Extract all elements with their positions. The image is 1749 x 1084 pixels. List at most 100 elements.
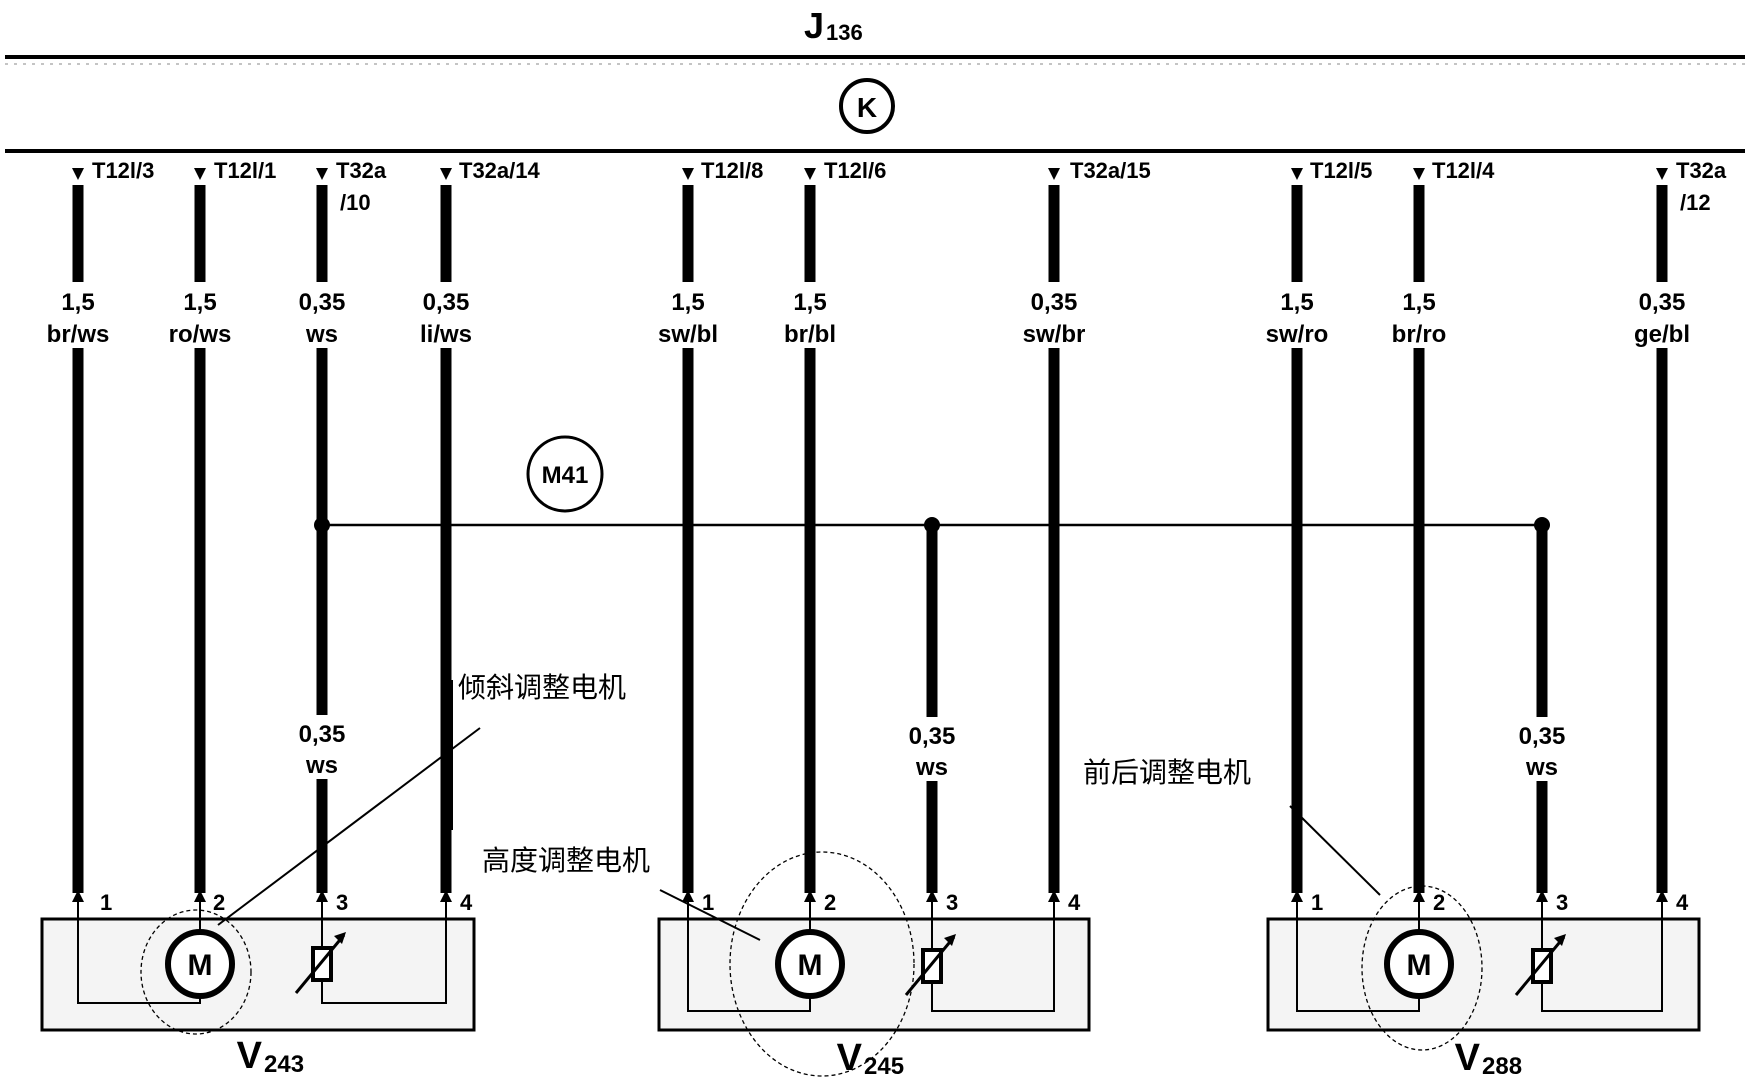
connector-label: T12l/5 [1310,158,1372,183]
control-unit-subscript: 136 [826,20,863,45]
annotation-tilt-motor: 倾斜调整电机 [458,671,626,704]
wire-label-bg [406,282,486,348]
pin-label: 4 [1068,890,1081,915]
leader-line [217,727,481,926]
arrow-down-icon [1413,168,1425,180]
arrow-up-icon [1536,890,1548,902]
arrow-down-icon [1291,168,1303,180]
arrow-down-icon [194,168,206,180]
arrow-down-icon [72,168,84,180]
motor-icon [1384,929,1454,999]
pin-label: 3 [336,890,348,915]
highlight-circle [140,909,252,1035]
wire-color: ws [305,321,338,348]
connector-label: T32a/15 [1070,158,1151,183]
wire-color: ge/bl [1634,321,1690,348]
wire-gauge: 1,5 [1402,289,1435,316]
junction-dot [314,517,330,533]
pin-label: 2 [1433,890,1445,915]
connector-label: T12l/3 [92,158,154,183]
connector-label: T12l/6 [824,158,886,183]
pin-label: 1 [100,890,112,915]
connector-label-line2: /12 [1680,190,1711,215]
annotation-height-motor: 高度调整电机 [482,844,650,877]
wire-labels: 1,5 br/ws 1,5 ro/ws 0,35 ws 0,35 li/ws 1… [47,282,1702,348]
arrow-up-icon [926,890,938,902]
wire-label-bg [1012,282,1096,348]
motor-v245: M 1 2 3 4 V 245 [657,851,1091,1080]
wire-label-bg [48,282,108,348]
pin-label: 3 [1556,890,1568,915]
branch-labels: 0,35 ws 0,35 ws 0,35 ws [287,715,1577,781]
connector-label: T32a [336,158,387,183]
arrow-head-icon [334,932,346,944]
wire-gauge: 0,35 [1639,289,1686,316]
wire-color: sw/bl [658,321,718,348]
motor-icon [775,929,845,999]
wire-color: sw/br [1023,321,1086,348]
connector-label-line2: /10 [340,190,371,215]
wire-label-bg [1379,282,1459,348]
potentiometer-arrow [904,936,956,996]
wire-label-bg [1622,282,1702,348]
leader-line [659,889,761,941]
motor-symbol: M [1407,949,1432,982]
motor-housing [40,917,476,1032]
arrow-up-icon [316,890,328,902]
annotation-fore-aft-motor: 前后调整电机 [1083,756,1251,789]
ground-label: M41 [542,462,589,489]
annotations: 倾斜调整电机 高度调整电机 前后调整电机 [217,671,1381,941]
arrow-down-icon [316,168,328,180]
wire-label-bg [1255,282,1339,348]
motor-housing [657,917,1091,1032]
arrow-up-icon [440,890,452,902]
highlight-circle [729,851,915,1077]
motor-subscript: 288 [1482,1053,1522,1080]
motor-name: V [837,1037,863,1079]
symbol-ring-icon [839,78,895,134]
branch-gauge: 0,35 [299,721,346,748]
connector-labels: T12l/3 T12l/1 T32a /10 T32a/14 T12l/8 T1… [92,158,1727,215]
motor-subscript: 243 [264,1051,304,1078]
wire-label-bg [897,717,967,781]
motor-subscript: 245 [864,1053,904,1080]
arrow-up-icon [1413,890,1425,902]
ground-circle [526,435,604,513]
wire-label-bg [160,282,240,348]
connector-label: T12l/1 [214,158,276,183]
pin-label: 1 [1311,890,1323,915]
connector-label: T12l/4 [1432,158,1495,183]
wire-color: ro/ws [169,321,232,348]
potentiometer-arrow [294,934,346,994]
wire-gauge: 1,5 [61,289,94,316]
wire-gauge: 0,35 [423,289,470,316]
arrow-up-icon [1291,890,1303,902]
control-unit-symbol-letter: K [857,92,877,123]
arrow-up-icon [72,890,84,902]
control-unit-name: J [804,5,824,46]
wire-gauge: 1,5 [183,289,216,316]
motor-icon [165,929,235,999]
motor-housing [1266,917,1701,1032]
arrow-down-icon [804,168,816,180]
wire-label-bg [287,715,357,779]
wire-color: br/ro [1392,321,1447,348]
pin-label: 2 [213,890,225,915]
wire-label-bg [775,282,845,348]
wire-gauge: 1,5 [1280,289,1313,316]
control-unit-symbol: K [839,78,895,134]
connector-label: T12l/8 [701,158,763,183]
arrow-down-icon [440,168,452,180]
motor-name: V [1455,1037,1481,1079]
arrow-head-icon [1554,934,1566,946]
connector-label: T32a [1676,158,1727,183]
top-arrows [72,168,1668,180]
highlight-circle [1361,885,1483,1051]
wire-color: br/bl [784,321,836,348]
wire-label-bg [287,282,357,348]
pin-label: 2 [824,890,836,915]
branch-gauge: 0,35 [909,723,956,750]
wire-color: li/ws [420,321,472,348]
branch-gauge: 0,35 [1519,723,1566,750]
